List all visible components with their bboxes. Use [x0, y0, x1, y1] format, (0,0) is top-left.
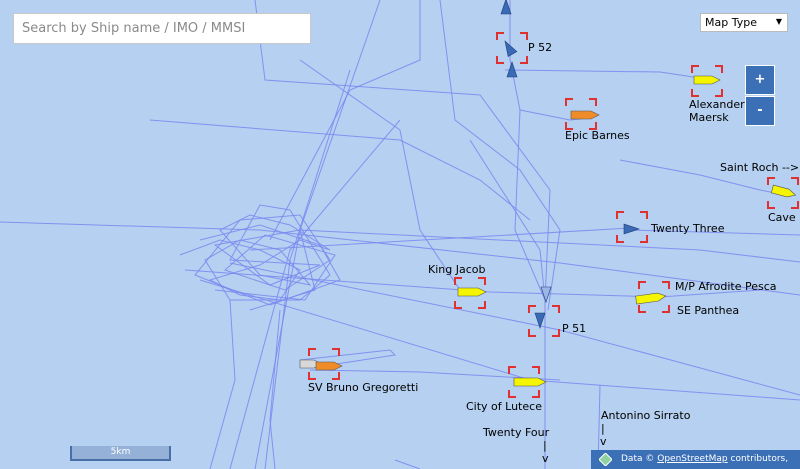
ship-label-twenty-four[interactable]: Twenty Four: [483, 426, 550, 439]
ship-label-king-jacob[interactable]: King Jacob: [428, 263, 486, 276]
selection-box-cave: [767, 177, 799, 209]
ship-label-cave[interactable]: Cave: [768, 211, 796, 224]
map-type-label: Map Type: [705, 16, 757, 29]
selection-box-epic-barnes: [565, 98, 597, 130]
ship-marker-sv-bruno-gregoretti[interactable]: [315, 361, 343, 371]
track-line: [249, 227, 631, 251]
ship-label-epic-barnes[interactable]: Epic Barnes: [565, 129, 630, 142]
osm-logo-icon: [599, 453, 612, 466]
track-line: [394, 459, 421, 469]
ship-marker-p51[interactable]: [534, 312, 546, 329]
selection-box-afrodite-pesca: [638, 281, 670, 313]
ship-marker-epic-barnes[interactable]: [570, 110, 600, 120]
track-line: [229, 119, 401, 469]
ship-marker-p51-trail[interactable]: [540, 286, 552, 303]
ship-marker-p52-trail[interactable]: [506, 61, 518, 78]
track-line: [0, 221, 800, 296]
track-line: [149, 119, 531, 221]
zoom-out-button[interactable]: -: [745, 96, 775, 126]
map-type-select[interactable]: Map Type ▼: [700, 13, 788, 32]
pointer-mark: v: [600, 435, 607, 448]
track-line: [264, 69, 351, 469]
ship-label-sv-bruno-gregoretti[interactable]: SV Bruno Gregoretti: [308, 381, 419, 394]
ship-marker-north[interactable]: [500, 0, 512, 15]
ship-marker-twenty-three[interactable]: [623, 223, 640, 235]
track-line: [504, 69, 701, 79]
selection-box-alexander-maersk: [691, 65, 723, 97]
ship-marker-king-jacob[interactable]: [457, 287, 487, 297]
track-line: [269, 309, 281, 469]
track-line: [269, 0, 421, 241]
track-line: [469, 139, 546, 301]
ship-label-p51[interactable]: P 51: [562, 322, 587, 335]
track-line: [299, 229, 800, 263]
selection-box-sv-bruno-gregoretti: [308, 348, 340, 380]
track-line: [309, 369, 561, 381]
chevron-down-icon: ▼: [775, 17, 782, 26]
ship-label-se-panthea[interactable]: SE Panthea: [677, 304, 740, 317]
ship-label-saint-roch[interactable]: Saint Roch -->: [720, 161, 800, 174]
selection-box-king-jacob: [454, 277, 486, 309]
osm-link[interactable]: OpenStreetMap: [657, 454, 728, 464]
ship-marker-p52[interactable]: [501, 39, 518, 58]
ship-label-twenty-three[interactable]: Twenty Three: [651, 222, 725, 235]
ship-marker-alexander-maersk[interactable]: [693, 75, 721, 85]
ship-label-p52[interactable]: P 52: [528, 41, 553, 54]
ship-marker-city-of-lutece[interactable]: [513, 377, 547, 387]
search-input[interactable]: [13, 13, 311, 44]
attribution-bar: Data © OpenStreetMap contributors, ODbL: [591, 450, 800, 469]
attribution-suffix: contributors, ODbL: [730, 454, 789, 464]
pointer-mark: |: [543, 439, 547, 452]
selection-box-city-of-lutece: [508, 366, 540, 398]
pointer-mark: v: [542, 452, 549, 465]
track-line: [254, 0, 551, 301]
selection-box-twenty-three: [616, 211, 648, 243]
ship-marker-cave[interactable]: [771, 184, 797, 199]
ship-label-city-of-lutece[interactable]: City of Lutece: [466, 400, 542, 413]
ship-marker-afrodite-pesca[interactable]: [635, 292, 667, 305]
attribution-prefix: Data ©: [621, 454, 655, 464]
track-line: [299, 349, 397, 366]
selection-box-p52: [496, 32, 528, 64]
pointer-mark: |: [601, 422, 605, 435]
ship-label-alexander-maersk[interactable]: Alexander Maersk: [689, 98, 745, 124]
ship-label-afrodite-pesca[interactable]: M/P Afrodite Pesca: [675, 280, 777, 293]
track-line: [439, 0, 561, 311]
scale-bar: 5km: [70, 446, 171, 461]
track-line: [629, 229, 800, 236]
track-line: [209, 299, 236, 469]
ship-label-antonino-sirrato[interactable]: Antonino Sirrato: [601, 409, 691, 422]
selection-box-p51: [528, 305, 560, 337]
scale-label: 5km: [110, 447, 131, 457]
zoom-in-button[interactable]: +: [745, 65, 775, 95]
track-line: [194, 214, 341, 306]
track-line: [299, 59, 461, 291]
